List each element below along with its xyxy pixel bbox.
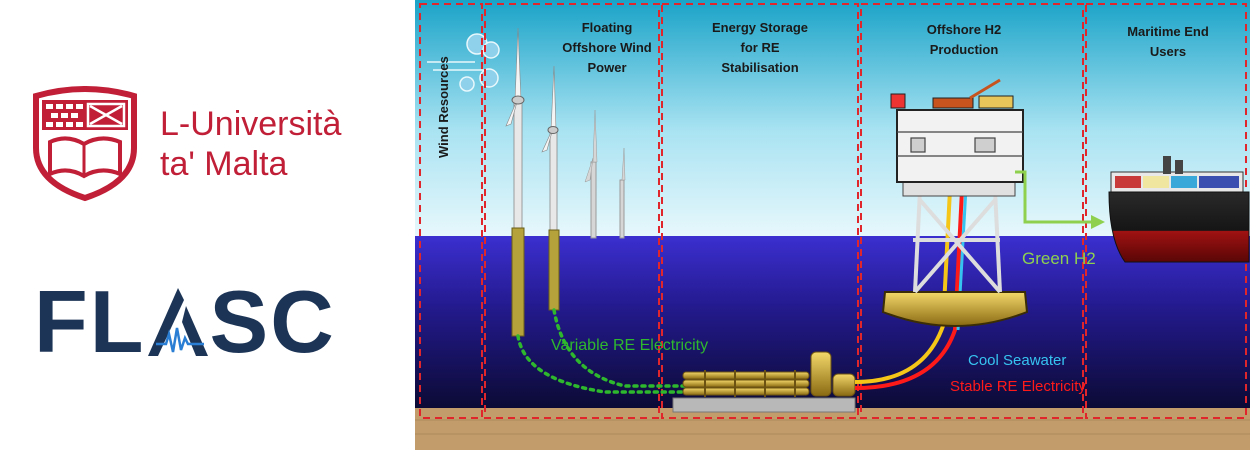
variable-electricity-cables: [516, 308, 687, 394]
section-2-line1: Energy Storage: [712, 20, 808, 35]
section-2-line2: for RE: [741, 40, 780, 55]
h2-platform: [881, 78, 1029, 327]
university-name-line2: ta' Malta: [160, 145, 288, 183]
wind-resources-label: Wind Resources: [436, 56, 451, 158]
flasc-logo-left: FL: [34, 272, 146, 371]
wind-turbine-2: [541, 65, 560, 311]
section-4-line2: Users: [1150, 44, 1186, 59]
section-dividers: [419, 3, 1247, 419]
university-crest-logo: [33, 86, 137, 202]
section-3-line2: Production: [930, 42, 999, 57]
seabed: [415, 408, 1250, 450]
flasc-logo-a: [146, 286, 210, 358]
cool-seawater-pipe: [854, 169, 953, 384]
section-1-line1: Floating: [582, 20, 633, 35]
green-h2-label: Green H2: [1022, 249, 1096, 268]
flasc-logo-right: SC: [209, 272, 336, 371]
variable-re-label: Variable RE Electricity: [551, 337, 708, 354]
university-name: L-Università ta' Malta: [160, 104, 341, 184]
university-name-line1: L-Università: [160, 105, 342, 143]
section-4-line1: Maritime End: [1127, 24, 1209, 39]
wind-turbine-1: [505, 27, 525, 337]
section-1-line3: Power: [587, 60, 626, 75]
section-header-3: Offshore H2 Production: [927, 22, 1001, 57]
energy-storage-unit: [672, 351, 856, 413]
section-header-4: Maritime End Users: [1127, 24, 1209, 59]
section-1-line2: Offshore Wind: [562, 40, 651, 55]
section-header-2: Energy Storage for RE Stabilisation: [712, 20, 808, 75]
section-header-1: Floating Offshore Wind Power: [562, 20, 651, 75]
far-turbines: [584, 109, 626, 239]
section-2-line3: Stabilisation: [721, 60, 798, 75]
flasc-a-wave-icon: [147, 288, 208, 356]
offshore-energy-diagram: Wind Resources Floating Offshore Wind Po…: [415, 0, 1250, 450]
ship: [1108, 156, 1250, 263]
stable-re-label: Stable RE Electricity: [950, 378, 1086, 395]
stable-electricity-cable: [854, 169, 965, 390]
green-h2-arrow: [1015, 170, 1105, 229]
cool-seawater-label: Cool Seawater: [968, 352, 1066, 369]
section-3-line1: Offshore H2: [927, 22, 1001, 37]
